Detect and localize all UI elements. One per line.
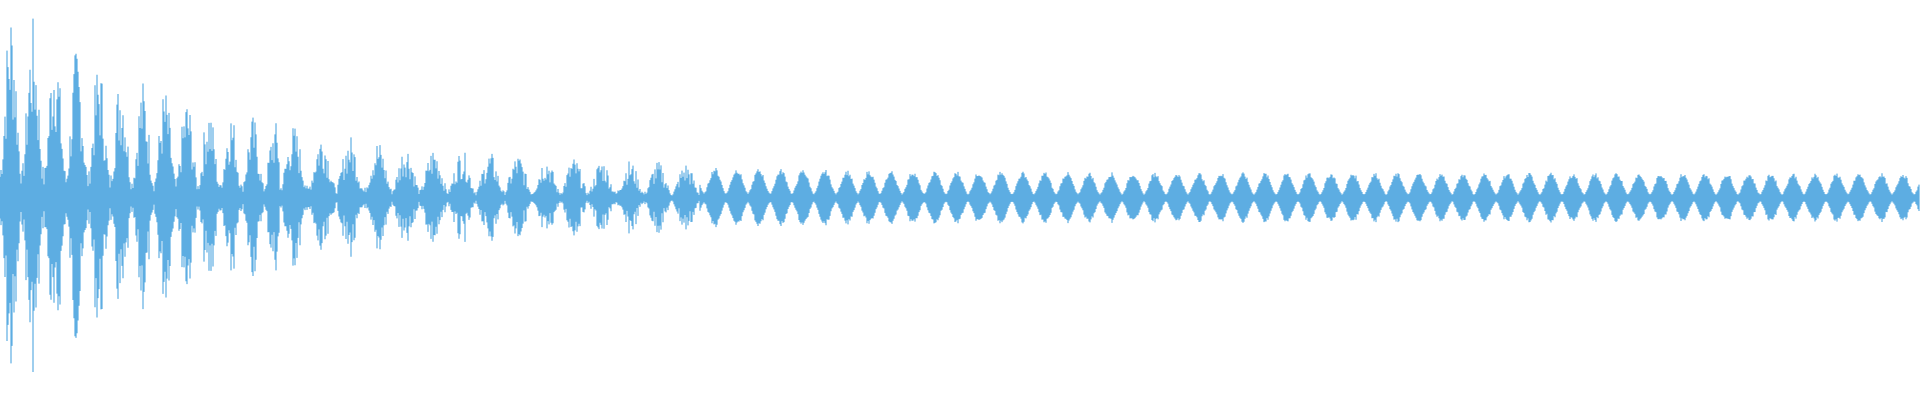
waveform-path [0, 18, 1920, 372]
waveform-bars [0, 18, 1920, 372]
